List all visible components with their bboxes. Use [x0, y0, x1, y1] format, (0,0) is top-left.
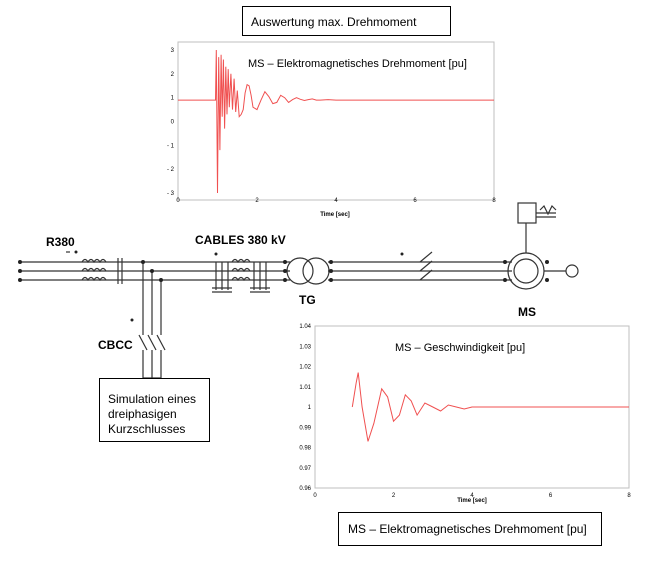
label-r380: R380 [46, 235, 75, 249]
torque-y-tick-label: - 3 [167, 191, 175, 197]
torque-y-tick-label: 0 [171, 120, 175, 126]
torque-plot-area [177, 41, 495, 201]
torque-y-tick-label: - 1 [167, 143, 175, 149]
capacitor-bank-source [117, 258, 123, 284]
torque-y-tick-label: 3 [171, 48, 175, 54]
torque-chart: 3 2 1 0 - 1 - 2 - 3 0 2 4 6 8 MS – Elektromagnetis… [167, 41, 496, 218]
torque-series-line [178, 49, 494, 194]
speed-x-tick-label: 2 [392, 493, 396, 499]
circuit-diagram: R380 CABLES 380 kV TG MS CBCC [18, 202, 579, 379]
speed-series-line [351, 372, 629, 442]
machine-inner [513, 258, 539, 284]
speed-x-tick-label: 6 [549, 493, 553, 499]
torque-chart-title: MS – Elektromagnetisches Drehmoment [pu] [248, 58, 467, 70]
torque-x-tick-label: 2 [255, 198, 259, 204]
speed-y-tick-label: 1.01 [299, 385, 311, 391]
label-tg: TG [299, 293, 316, 307]
speed-x-axis-label: Time [sec] [457, 498, 487, 504]
torque-x-axis-label: Time [sec] [320, 212, 350, 218]
label-ms: MS [518, 305, 536, 319]
speed-y-tick-label: 1.03 [299, 344, 311, 350]
bottom-caption-box: MS – Elektromagnetisches Drehmoment [pu] [338, 512, 602, 546]
speed-y-tick-label: 0.99 [299, 425, 311, 431]
label-cbcc: CBCC [98, 338, 133, 352]
speed-chart-title: MS – Geschwindigkeit [pu] [395, 342, 525, 354]
speed-y-tick-label: 0.97 [299, 466, 311, 472]
capacitor-bank-cables [212, 262, 270, 293]
torque-y-tick-label: - 2 [167, 167, 175, 173]
simulation-note-box: Simulation eines dreiphasigen Kurzschlus… [99, 378, 210, 442]
machine-shaft-load [565, 264, 579, 278]
short-circuit-branch [138, 262, 166, 379]
label-cables: CABLES 380 kV [195, 233, 286, 247]
speed-y-tick-label: 1.04 [299, 324, 311, 330]
excitation-box [517, 202, 537, 224]
speed-y-tick-label: 1.02 [299, 365, 311, 371]
speed-x-tick-label: 8 [627, 493, 631, 499]
top-caption-box: Auswertung max. Drehmoment [242, 6, 451, 36]
torque-x-tick-label: 6 [413, 198, 417, 204]
torque-x-tick-label: 4 [334, 198, 338, 204]
machine-breaker [419, 251, 433, 281]
torque-y-tick-label: 2 [171, 72, 175, 78]
simulation-note: Simulation eines dreiphasigen Kurzschlus… [108, 392, 197, 436]
torque-x-tick-label: 0 [176, 198, 180, 204]
speed-x-tick-label: 0 [313, 493, 317, 499]
bottom-caption: MS – Elektromagnetisches Drehmoment [pu] [348, 522, 587, 536]
inductor-cables [231, 258, 251, 282]
transformer-winding-2 [302, 257, 330, 285]
torque-y-tick-label: 1 [171, 96, 175, 102]
top-caption: Auswertung max. Drehmoment [251, 15, 417, 29]
speed-x-tick-label: 4 [470, 493, 474, 499]
speed-y-tick-label: 0.96 [299, 486, 311, 492]
speed-y-tick-label: 1 [308, 405, 312, 411]
torque-x-tick-label: 8 [492, 198, 496, 204]
inductor-r380 [81, 258, 107, 282]
transformer-winding-1 [286, 257, 314, 285]
speed-y-tick-label: 0.98 [299, 446, 311, 452]
